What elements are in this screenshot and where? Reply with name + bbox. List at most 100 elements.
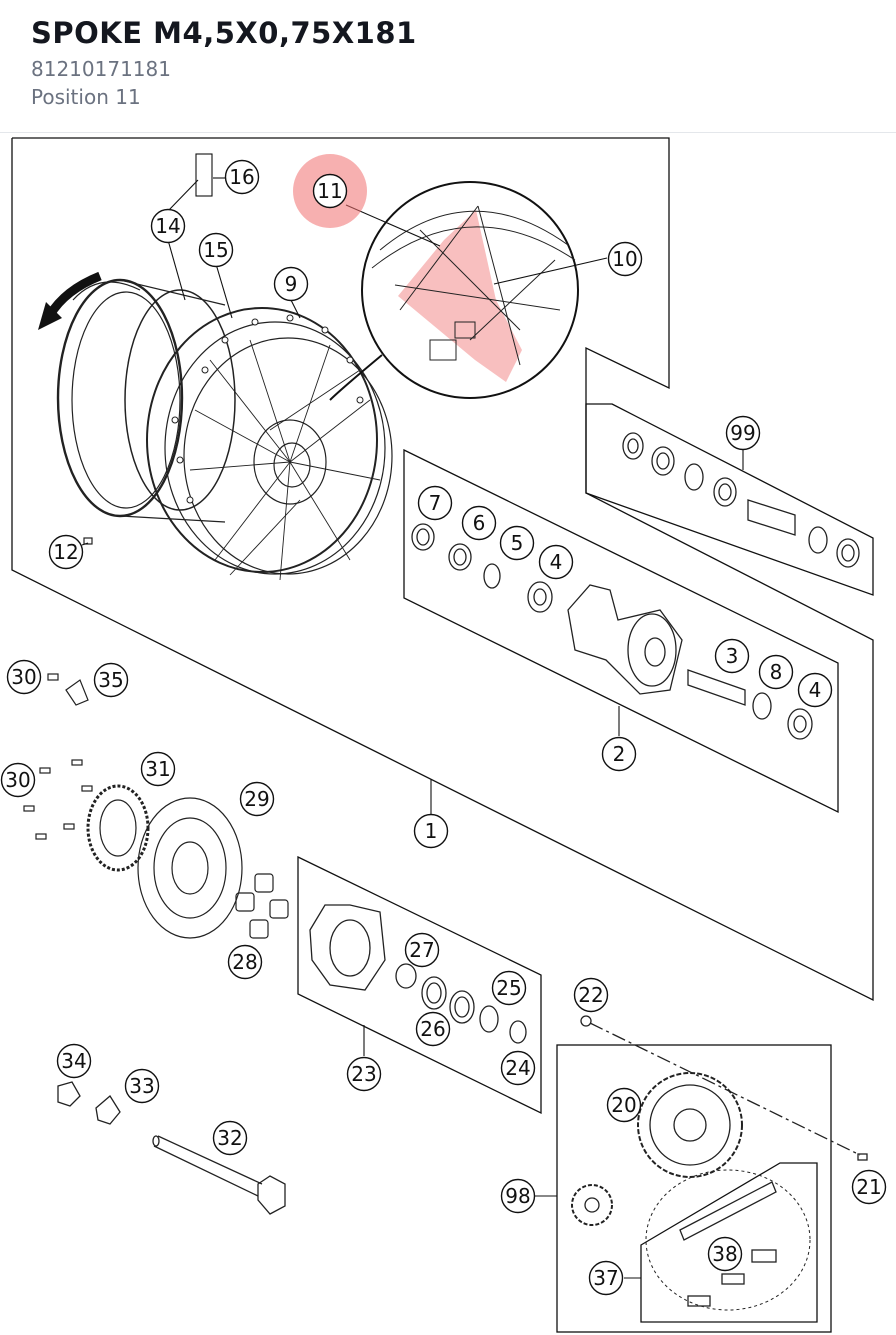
callout-11[interactable]: 11 bbox=[293, 154, 367, 228]
callout-ring bbox=[212, 1120, 248, 1156]
callout-label: 16 bbox=[229, 165, 254, 189]
callout-label: 15 bbox=[203, 238, 228, 262]
callout-label: 37 bbox=[593, 1266, 618, 1290]
callout-label: 10 bbox=[612, 247, 637, 271]
callout-label: 8 bbox=[770, 660, 783, 684]
callout-20[interactable]: 20 bbox=[606, 1087, 642, 1123]
callout-28[interactable]: 28 bbox=[227, 944, 263, 980]
callout-31[interactable]: 31 bbox=[140, 751, 176, 787]
callout-5[interactable]: 5 bbox=[499, 525, 535, 561]
brake-parts bbox=[23, 673, 289, 939]
drive-parts bbox=[571, 1015, 868, 1311]
callout-ring bbox=[461, 505, 497, 541]
callout-ring bbox=[140, 751, 176, 787]
callout-30[interactable]: 30 bbox=[6, 659, 42, 695]
callout-16[interactable]: 16 bbox=[224, 159, 260, 195]
callout-ring bbox=[714, 638, 750, 674]
callout-ring bbox=[346, 1056, 382, 1092]
callout-2[interactable]: 2 bbox=[601, 736, 637, 772]
callout-label: 12 bbox=[53, 540, 78, 564]
callout-1[interactable]: 1 bbox=[413, 813, 449, 849]
callout-label: 3 bbox=[726, 644, 739, 668]
callout-ring bbox=[239, 781, 275, 817]
callout-ring bbox=[0, 762, 36, 798]
sprint-kit-frame-98 bbox=[556, 1044, 832, 1333]
callout-label: 28 bbox=[232, 950, 257, 974]
callout-label: 11 bbox=[317, 179, 342, 203]
callout-4[interactable]: 4 bbox=[538, 544, 574, 580]
callout-9[interactable]: 9 bbox=[273, 266, 309, 302]
callout-ring bbox=[273, 266, 309, 302]
callout-ring bbox=[707, 1236, 743, 1272]
callout-98[interactable]: 98 bbox=[500, 1178, 536, 1214]
callout-10[interactable]: 10 bbox=[607, 241, 643, 277]
callout-4[interactable]: 4 bbox=[797, 672, 833, 708]
callout-label: 25 bbox=[496, 976, 521, 1000]
callout-ring bbox=[150, 208, 186, 244]
hub-kit-frame-2 bbox=[403, 448, 839, 814]
callout-29[interactable]: 29 bbox=[239, 781, 275, 817]
callout-label: 4 bbox=[809, 678, 822, 702]
callout-label: 32 bbox=[217, 1126, 242, 1150]
callout-22[interactable]: 22 bbox=[573, 977, 609, 1013]
callout-23[interactable]: 23 bbox=[346, 1056, 382, 1092]
callout-21[interactable]: 21 bbox=[851, 1169, 887, 1205]
callout-ring bbox=[851, 1169, 887, 1205]
callout-ring bbox=[417, 485, 453, 521]
callout-ring bbox=[499, 525, 535, 561]
callout-label: 26 bbox=[420, 1017, 445, 1041]
carrier-kit-parts bbox=[309, 904, 527, 1044]
callout-label: 24 bbox=[505, 1056, 530, 1080]
callout-label: 98 bbox=[505, 1184, 530, 1208]
callout-ring bbox=[227, 944, 263, 980]
callout-7[interactable]: 7 bbox=[417, 485, 453, 521]
callout-99[interactable]: 99 bbox=[725, 415, 761, 451]
callout-label: 33 bbox=[129, 1074, 154, 1098]
callout-ring bbox=[607, 241, 643, 277]
callout-ring bbox=[124, 1068, 160, 1104]
callout-6[interactable]: 6 bbox=[461, 505, 497, 541]
callout-label: 22 bbox=[578, 983, 603, 1007]
callout-label: 4 bbox=[550, 550, 563, 574]
callout-ring bbox=[573, 977, 609, 1013]
callout-label: 34 bbox=[61, 1049, 86, 1073]
callout-34[interactable]: 34 bbox=[56, 1043, 92, 1079]
callout-label: 2 bbox=[613, 742, 626, 766]
callout-ring bbox=[606, 1087, 642, 1123]
rear-wheel-drawing bbox=[38, 271, 393, 581]
callout-33[interactable]: 33 bbox=[124, 1068, 160, 1104]
callout-ring bbox=[491, 970, 527, 1006]
callout-8[interactable]: 8 bbox=[758, 654, 794, 690]
callout-ring bbox=[758, 654, 794, 690]
callout-25[interactable]: 25 bbox=[491, 970, 527, 1006]
callout-3[interactable]: 3 bbox=[714, 638, 750, 674]
callout-ring bbox=[224, 159, 260, 195]
callout-ring bbox=[93, 662, 129, 698]
hub-kit-frame-23 bbox=[297, 855, 542, 1115]
callout-27[interactable]: 27 bbox=[404, 932, 440, 968]
callout-37[interactable]: 37 bbox=[588, 1260, 624, 1296]
part-position: Position 11 bbox=[31, 85, 141, 109]
hub-kit-parts bbox=[411, 523, 813, 740]
callout-26[interactable]: 26 bbox=[415, 1011, 451, 1047]
callout-ring bbox=[797, 672, 833, 708]
callout-38[interactable]: 38 bbox=[707, 1236, 743, 1272]
callout-ring bbox=[500, 1178, 536, 1214]
bearing-kit-frame-99 bbox=[585, 403, 874, 596]
callout-label: 9 bbox=[285, 272, 298, 296]
callout-ring bbox=[48, 534, 84, 570]
bearing-kit-parts bbox=[622, 432, 860, 568]
callout-label: 7 bbox=[429, 491, 442, 515]
callout-ring bbox=[725, 415, 761, 451]
callout-30[interactable]: 30 bbox=[0, 762, 36, 798]
callout-24[interactable]: 24 bbox=[500, 1050, 536, 1086]
callout-14[interactable]: 14 bbox=[150, 208, 186, 244]
callout-ring bbox=[500, 1050, 536, 1086]
callout-15[interactable]: 15 bbox=[198, 232, 234, 268]
callout-32[interactable]: 32 bbox=[212, 1120, 248, 1156]
leader-lines bbox=[81, 153, 744, 1279]
callout-12[interactable]: 12 bbox=[48, 534, 84, 570]
callout-35[interactable]: 35 bbox=[93, 662, 129, 698]
callout-ring bbox=[404, 932, 440, 968]
